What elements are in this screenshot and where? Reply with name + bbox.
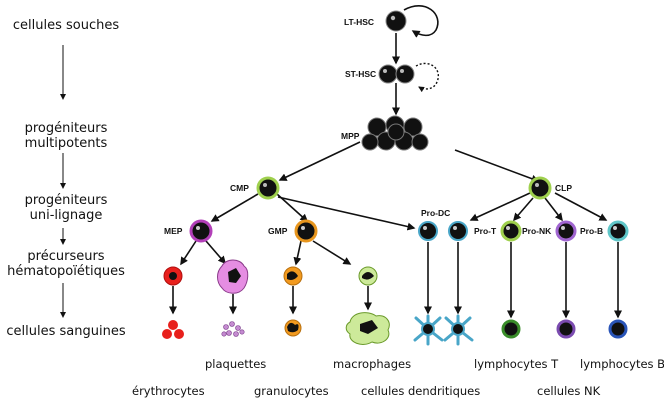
nk-cell: [556, 319, 576, 339]
label-pro-dc: Pro-DC: [421, 208, 451, 218]
monocyte-precursor: [358, 266, 378, 286]
cmp-cell: [256, 176, 280, 200]
label-erythrocytes: érythrocytes: [132, 384, 205, 398]
label-clp: CLP: [555, 183, 572, 193]
pro-nk-cell: [555, 220, 577, 242]
st-hsc-self-renewal-arrow: [415, 62, 439, 93]
level-unilineage: progéniteurs uni-lignage: [6, 193, 126, 223]
level-precursors-line1: précurseurs: [27, 249, 105, 264]
b-lymphocyte-cell: [608, 319, 628, 339]
label-st-hsc: ST-HSC: [345, 69, 377, 79]
erythrocytes-cells: [162, 320, 184, 339]
label-pro-b: Pro-B: [580, 226, 604, 236]
label-cellules-nk: cellules NK: [537, 384, 601, 398]
level-unilineage-line2: uni-lignage: [29, 208, 103, 223]
label-cellules-dendritiques: cellules dendritiques: [361, 384, 481, 398]
dendritic-cell-2: [443, 314, 474, 346]
label-lymphocytes-t: lymphocytes T: [474, 357, 559, 371]
pro-b-cell: [607, 220, 629, 242]
granulocyte-precursor: [283, 266, 303, 286]
level-unilineage-line1: progéniteurs: [24, 193, 108, 208]
label-macrophages: macrophages: [333, 357, 412, 371]
mep-cell: [189, 219, 213, 243]
level-multipotent-line1: progéniteurs: [24, 121, 108, 136]
level-multipotent: progéniteurs multipotents: [6, 121, 126, 151]
t-lymphocyte-cell: [501, 319, 521, 339]
label-granulocytes: granulocytes: [254, 384, 329, 398]
st-hsc-cells: [378, 64, 415, 84]
erythroblast-precursor: [163, 266, 183, 286]
lt-hsc-self-renewal-arrow: [403, 5, 439, 38]
label-plaquettes: plaquettes: [205, 357, 267, 371]
label-pro-t: Pro-T: [474, 226, 497, 236]
platelets-cells: [221, 321, 245, 337]
macrophage-cell: [345, 312, 390, 345]
granulocyte-cell: [284, 319, 302, 337]
level-blood-cells: cellules sanguines: [6, 324, 126, 339]
label-lymphocytes-b: lymphocytes B: [580, 357, 664, 371]
gmp-cell: [294, 219, 318, 243]
level-multipotent-line2: multipotents: [24, 136, 108, 151]
label-lt-hsc: LT-HSC: [344, 17, 375, 27]
lineage-arrows: [169, 33, 622, 319]
level-stem-cells: cellules souches: [12, 18, 120, 33]
label-cmp: CMP: [230, 183, 249, 193]
level-precursors-line2: hématopoïétiques: [7, 264, 125, 279]
label-mep: MEP: [164, 226, 183, 236]
label-mpp: MPP: [341, 131, 360, 141]
mpp-cell-cluster: [361, 115, 429, 151]
level-precursors: précurseurs hématopoïétiques: [6, 249, 126, 279]
lt-hsc-cell: [385, 10, 407, 32]
clp-cell: [528, 176, 552, 200]
label-pro-nk: Pro-NK: [522, 226, 552, 236]
pro-t-cell: [500, 220, 522, 242]
dendritic-cell-1: [413, 314, 444, 346]
pro-dc-cells: [418, 221, 468, 241]
label-gmp: GMP: [268, 226, 288, 236]
megakaryocyte-precursor: [217, 259, 249, 294]
